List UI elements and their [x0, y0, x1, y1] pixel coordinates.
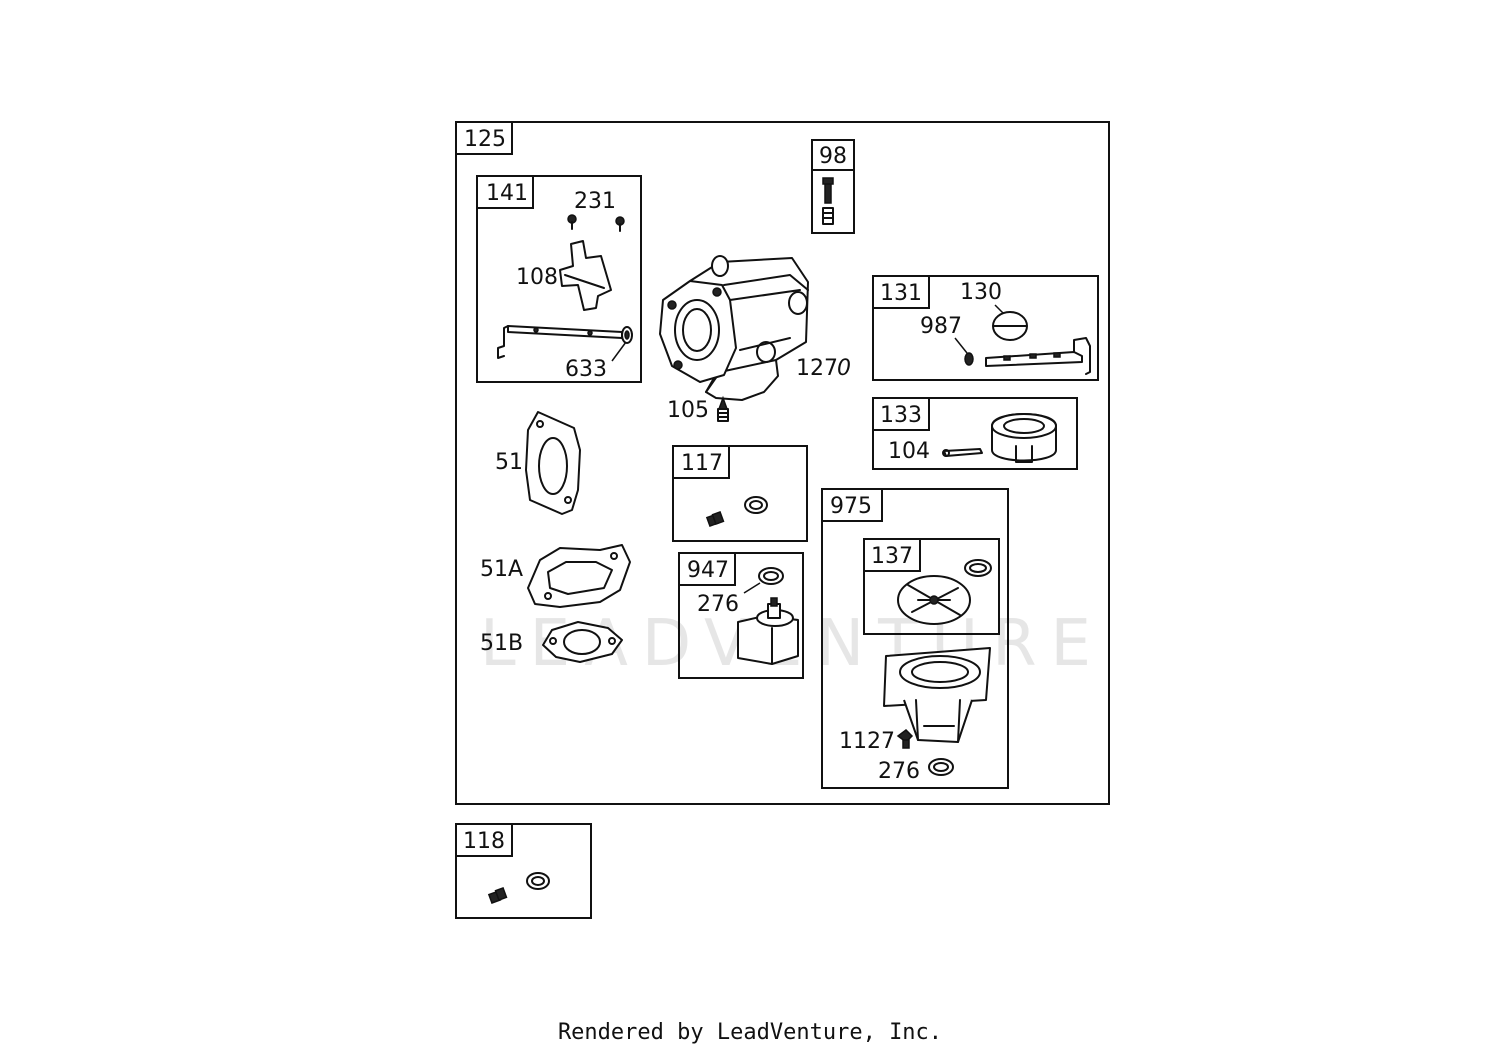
kit-117-box[interactable]: 117	[672, 445, 808, 542]
callout-51a: 51A	[480, 557, 523, 582]
carburetor-body-icon	[659, 255, 809, 401]
callout-130: 130	[960, 280, 1002, 305]
gasket-51a-icon	[527, 544, 631, 608]
float-bowl-icon	[992, 311, 1028, 341]
kit-947-box[interactable]: 947 276	[678, 552, 804, 679]
screw-231-icon	[567, 214, 625, 232]
float-icon	[991, 413, 1057, 463]
fuel-bowl-icon	[883, 647, 991, 743]
parts-diagram: LEADVENTURE 125 98 141 231 108	[455, 121, 1110, 919]
kit-118-box[interactable]: 118	[455, 823, 592, 919]
gasket-51b[interactable]: 51B	[480, 621, 623, 663]
assembly-125-box[interactable]: 125	[455, 121, 1110, 805]
needle-105[interactable]: 105	[667, 395, 729, 423]
solenoid-icon	[737, 597, 799, 665]
screw-118-icon	[487, 886, 508, 905]
callout-947: 947	[687, 558, 729, 583]
gasket-51[interactable]: 51	[495, 411, 581, 515]
o-ring-icon	[964, 559, 992, 577]
washer-icon	[744, 496, 768, 514]
callout-276-a: 276	[697, 592, 739, 617]
washer-118-icon	[526, 872, 550, 890]
callout-633: 633	[565, 357, 607, 382]
hinge-pin-icon	[942, 448, 983, 457]
callout-104: 104	[888, 439, 930, 464]
throttle-plate-icon	[559, 240, 612, 311]
callout-987: 987	[920, 314, 962, 339]
gasket-51b-icon	[542, 621, 623, 663]
kit-133-box[interactable]: 133 104	[872, 397, 1078, 470]
callout-127-suffix: 0	[837, 356, 851, 381]
carburetor-127[interactable]: 127 0	[659, 255, 851, 401]
kit-975-box[interactable]: 975 137 1	[821, 488, 1009, 789]
screw-icon	[822, 177, 834, 225]
throttle-shaft-icon	[497, 325, 633, 362]
callout-118: 118	[463, 829, 505, 854]
screw-117-icon	[705, 510, 725, 528]
callout-137: 137	[871, 544, 913, 569]
callout-51: 51	[495, 450, 523, 475]
callout-117: 117	[681, 451, 723, 476]
gasket-51-icon	[525, 411, 581, 515]
washer-276-icon	[758, 567, 784, 585]
callout-51b: 51B	[480, 631, 523, 656]
callout-231: 231	[574, 189, 616, 214]
callout-127: 127	[796, 356, 838, 381]
float-pin-icon	[964, 337, 1091, 375]
callout-131: 131	[880, 281, 922, 306]
callout-276-b: 276	[878, 759, 920, 784]
washer-276-b-icon	[928, 758, 954, 776]
screw-1127-icon	[896, 729, 914, 749]
diaphragm-icon	[897, 575, 971, 625]
callout-1127: 1127	[839, 729, 895, 754]
callout-105: 105	[667, 398, 709, 423]
footer-credit: Rendered by LeadVenture, Inc.	[557, 1020, 943, 1045]
callout-108: 108	[516, 265, 558, 290]
kit-137-box[interactable]: 137	[863, 538, 1000, 635]
kit-98-box[interactable]: 98	[811, 139, 855, 234]
kit-131-box[interactable]: 131 130 987	[872, 275, 1099, 381]
inlet-needle-icon	[717, 395, 729, 422]
gasket-51a[interactable]: 51A	[480, 544, 631, 608]
callout-133: 133	[880, 403, 922, 428]
kit-141-box[interactable]: 141 231 108 633	[476, 175, 642, 383]
callout-98: 98	[819, 144, 847, 169]
callout-125: 125	[464, 127, 506, 152]
callout-141: 141	[486, 181, 528, 206]
callout-975: 975	[830, 494, 872, 519]
